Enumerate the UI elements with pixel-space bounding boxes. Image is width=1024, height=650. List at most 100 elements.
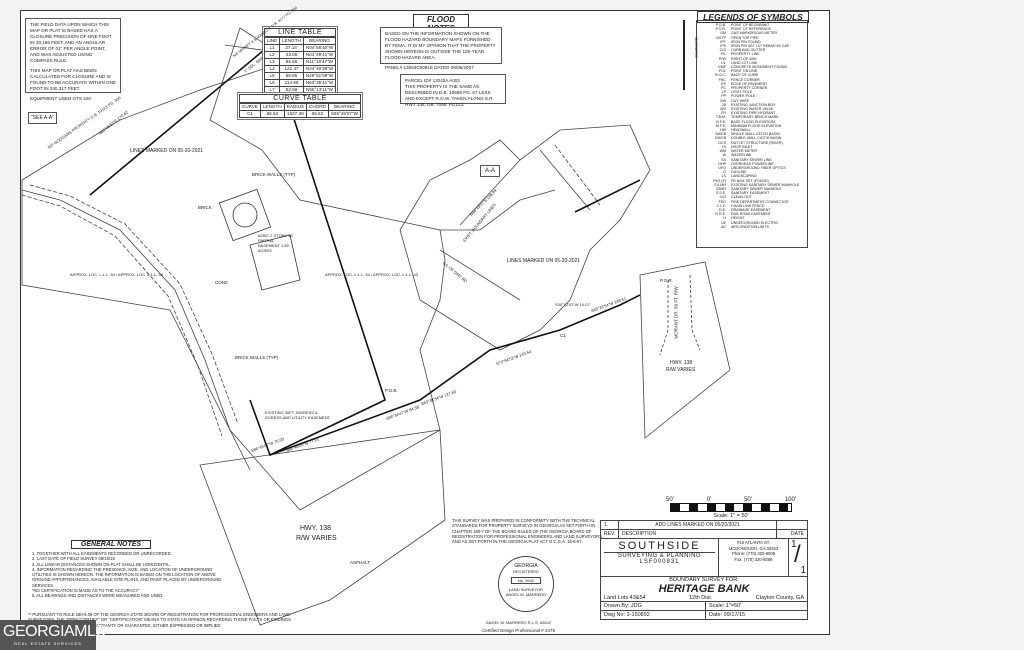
watermark-brand: GEORGIAMLS xyxy=(3,623,106,640)
company-name: SOUTHSIDE xyxy=(604,540,715,553)
sheet-number: 1 xyxy=(791,539,797,550)
legend-meaning: FIRE DEPARTMENT CONNECTOR xyxy=(731,199,789,204)
closure-note-3: EQUIPMENT USED GTS 220 xyxy=(30,96,91,101)
rev-label: REV. xyxy=(601,530,619,538)
closure-notes: THE FIELD DATA UPON WHICH THIS MAP OR PL… xyxy=(25,18,121,101)
legend-meaning: PROPERTY LINE xyxy=(731,52,760,57)
brick-walls-label: BRICK WALLS (TYP) xyxy=(235,355,279,360)
legend-symbol: HW xyxy=(720,128,726,133)
certification-rule-note: ** PURSUANT TO RULE 180-6.09 OF THE GEOR… xyxy=(28,612,291,628)
cell: N49°51'59"W xyxy=(302,72,337,80)
legend-meaning: HEADWALL xyxy=(731,128,751,133)
legend-meaning: POWER POLE xyxy=(731,94,756,99)
cell: L6 xyxy=(263,79,281,87)
legend-symbol: EP xyxy=(721,81,726,86)
easement-label: EXISTING 30FT. INGRESS & EGRESS AND UTIL… xyxy=(265,410,331,420)
legend-symbol: POL xyxy=(718,69,726,74)
flood-notes-text: BASED ON THE INFORMATION SHOWN ON THE FL… xyxy=(385,31,496,60)
legend-symbol: WV xyxy=(720,107,726,112)
legend-symbol: B.O.C. xyxy=(715,73,726,78)
drawn-by: Drawn By: JDG xyxy=(601,602,706,610)
legend-item: GM GAS MARKER/GAS METER xyxy=(700,31,804,35)
cell: 85.86 xyxy=(279,58,304,66)
legend-symbol: CMF xyxy=(718,65,726,70)
parcel-note: PARCEL ID# 12043A A002 THIS PROPERTY IS … xyxy=(400,74,506,107)
general-note-item: "NO CERTIFICATION IS MADE AS TO THE ACCU… xyxy=(32,588,140,594)
see-aa-label: "SEE A-A" xyxy=(28,112,58,124)
cell: 43.05 xyxy=(279,51,304,59)
legend-meaning: OVERHEAD POWERLINE xyxy=(731,161,774,166)
legend-meaning: EDGE OF PAVEMENT xyxy=(731,81,768,86)
legend-item: M.F.E.MINIMUM FLOOR ELEVATION xyxy=(700,124,804,128)
legend-meaning: OUTLET STRUCTURE (RISER) xyxy=(731,140,783,145)
legend-meaning: WATERLINE xyxy=(731,153,752,158)
legend-meaning: FENCE CORNER xyxy=(731,77,760,82)
land-lot-line-label: APPROX. LOC. L.L.L. 54 / APPROX. LOC. L.… xyxy=(325,272,418,277)
cell: N01°49'41"W xyxy=(302,51,337,59)
curve-label: C1 xyxy=(560,333,566,338)
legend-meaning: GASLINE xyxy=(731,170,747,175)
county: Clayton County, GA xyxy=(755,595,804,601)
drawing-scale: Scale: 1"=50' xyxy=(709,603,742,609)
detail-hwy-outline xyxy=(639,261,731,439)
legend-meaning: SINGLE WALL CATCH BASIN xyxy=(731,132,780,137)
detail-aa-outline xyxy=(399,124,651,351)
legend-symbol: SSMH xyxy=(715,186,726,191)
legend-symbol: C/G xyxy=(719,48,726,53)
seal-number: No. 2642 xyxy=(511,577,541,584)
north-arrow-icon xyxy=(683,20,685,90)
legend-symbol: R.R.E. xyxy=(715,212,726,217)
property-boundary xyxy=(89,43,386,457)
legend-symbol: DI xyxy=(722,144,726,149)
cell: N11°18'47"W xyxy=(302,58,337,66)
surveyor-name: ANGEL M. MARRERO R.L.S. #2642 xyxy=(486,620,551,625)
cell: 122.47 xyxy=(279,65,304,73)
fax: Fax: (770) 320-8098 xyxy=(734,556,773,562)
legend-symbol: PKS (F) xyxy=(713,178,726,183)
legend-item: B.O.C.BACK OF CURB xyxy=(700,73,804,77)
general-note-item: 4. INFORMATION REGARDING THE PRESENCE, S… xyxy=(32,566,222,588)
legend-meaning: WATER METER xyxy=(731,149,758,154)
legend-meaning: GAS MARKER/GAS METER xyxy=(731,31,778,36)
conformity-note: THIS SURVEY WAS PREPARED IN CONFORMITY W… xyxy=(452,518,603,545)
legend-item: S.S.E.SANITARY EASEMENT xyxy=(700,191,804,195)
scale-bar: 50' 0' 50' 100' Scale: 1" = 50' xyxy=(666,497,796,519)
survey-for-label: BOUNDARY SURVEY FOR: xyxy=(669,577,739,583)
cell: N04°56'40"W xyxy=(302,44,337,52)
col-bearing: BEARING xyxy=(327,103,361,111)
company-license: LSF000831 xyxy=(639,559,680,565)
legend-item: B.F.E.BASE FLOOD ELEVATION xyxy=(700,120,804,124)
company-subtitle: SURVEYING & PLANNING xyxy=(617,553,702,559)
parcel-text: THIS PROPERTY IS THE SAME AS DESCRIBED I… xyxy=(405,84,494,107)
legend-symbol: GW xyxy=(719,98,726,103)
legend-item: C.L.F.CHAIN LINK FENCE xyxy=(700,204,804,208)
drawing-number: Dwg No: 2-150892 xyxy=(601,611,706,619)
col-bearing: BEARING xyxy=(302,37,337,45)
flood-notes: BASED ON THE INFORMATION SHOWN ON THE FL… xyxy=(380,27,502,70)
legend-meaning: MINIMUM FLOOR ELEVATION xyxy=(731,123,782,128)
legend-symbol: AC xyxy=(721,224,726,229)
cell: L5 xyxy=(263,72,281,80)
legend-symbol: D.E. xyxy=(719,207,726,212)
land-lot-line-label: APPROX. LOC. L.L.L. 54 / APPROX. LOC. L.… xyxy=(70,272,163,277)
lines-marked-label: LINES MARKED ON 05-20-2021 xyxy=(507,258,581,264)
legend-item: P.O.R.POINT OF REFERENCE xyxy=(700,27,804,31)
general-note-item: 5. ALL BEARINGS AND DISTANCES WERE MEASU… xyxy=(32,593,164,599)
legend-symbol: GM xyxy=(720,31,726,36)
legend-symbol: JB xyxy=(721,102,726,107)
legend-symbol: P/L xyxy=(720,52,726,57)
